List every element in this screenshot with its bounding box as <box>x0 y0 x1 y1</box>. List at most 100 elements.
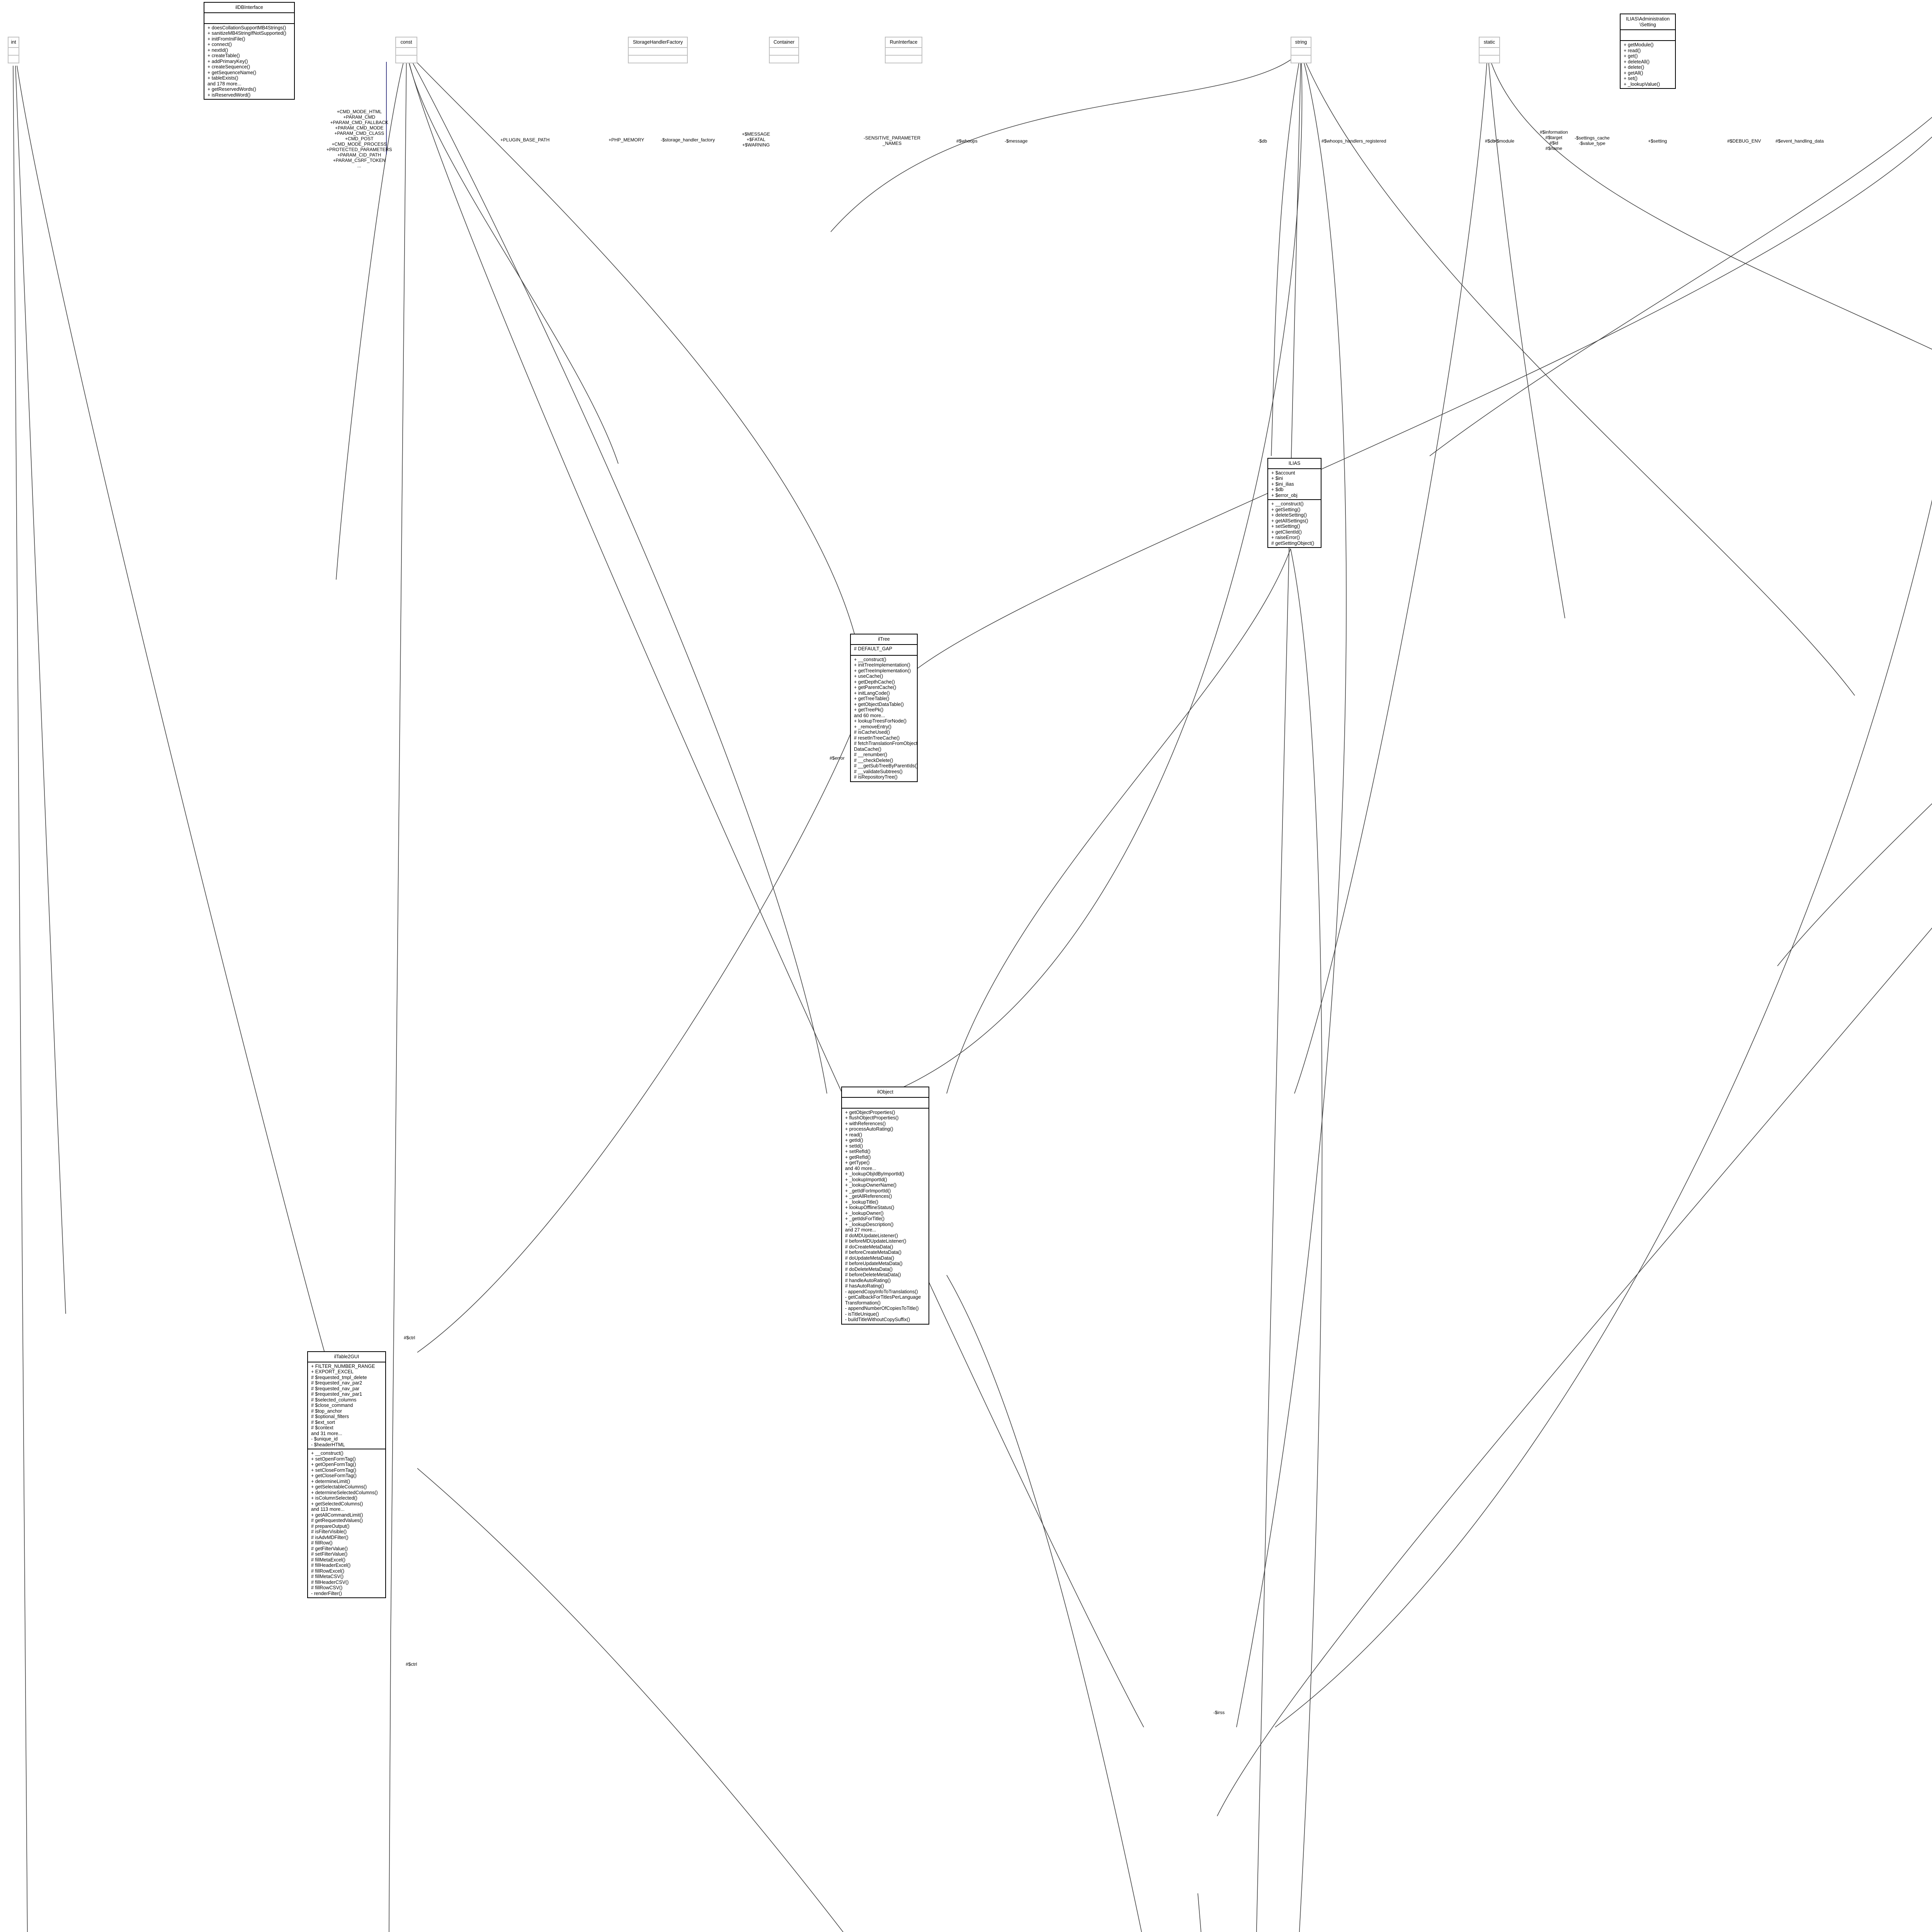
class-operation: # fillHeaderCSV() <box>311 1579 349 1585</box>
edge-label-settings-cache: -$settings_cache -$value_type <box>1575 135 1610 146</box>
class-operation: and 40 more... <box>845 1165 876 1171</box>
class-node-ilias[interactable]: ILIAS + $account+ $ini+ $ini_ilias+ $db+… <box>1267 458 1321 548</box>
class-operation: + getSetting() <box>1271 507 1301 512</box>
edge-label-message: -$message <box>1005 138 1028 144</box>
edge-label-ctrl-2: #$ctrl <box>406 1662 417 1667</box>
class-operation: + read() <box>845 1132 862 1138</box>
class-attribute: # $requested_nav_par <box>311 1386 360 1391</box>
class-operation: + setOpenFormTag() <box>311 1456 356 1462</box>
operations-section: + __construct()+ setOpenFormTag()+ getOp… <box>308 1449 385 1597</box>
class-node-ildbinterface[interactable]: ilDBInterface + doesCollationSupportMB4S… <box>204 2 295 100</box>
attributes-section: # DEFAULT_GAP <box>851 645 917 656</box>
class-operation: + sanitizeMB4StringIfNotSupported() <box>207 31 286 36</box>
class-operation: and 113 more... <box>311 1507 345 1512</box>
class-operation: + getCloseFormTag() <box>311 1473 357 1478</box>
class-operation: + _lookupDescription() <box>845 1221 894 1227</box>
class-node-const[interactable]: const <box>395 37 417 63</box>
class-title: RunInterface <box>886 37 922 48</box>
class-title: Container <box>770 37 798 48</box>
class-node-iltable2gui[interactable]: ilTable2GUI + FILTER_NUMBER_RANGE+ EXPOR… <box>307 1351 386 1598</box>
class-attribute: # $close_command <box>311 1403 353 1408</box>
class-operation: + __construct() <box>311 1451 344 1456</box>
class-title: string <box>1291 37 1311 48</box>
class-operation: # fetchTranslationFromObject DataCache() <box>854 741 918 752</box>
class-node-ilias-administration-setting[interactable]: ILIAS\Administration \Setting + getModul… <box>1620 14 1676 89</box>
class-operation: # fillRowExcel() <box>311 1568 345 1574</box>
class-operation: + getModule() <box>1624 42 1654 48</box>
operations-section <box>9 56 19 63</box>
class-operation: + getId() <box>845 1138 863 1143</box>
class-operation: and 60 more... <box>854 713 885 718</box>
class-title: ilTree <box>851 634 917 645</box>
class-operation: + getType() <box>845 1160 870 1165</box>
class-operation: # resetInTreeCache() <box>854 735 900 741</box>
class-node-iltree[interactable]: ilTree # DEFAULT_GAP + __construct()+ in… <box>850 634 918 782</box>
class-node-runinterface[interactable]: RunInterface <box>885 37 922 63</box>
class-operation: # hasAutoRating() <box>845 1283 884 1289</box>
class-operation: + get() <box>1624 53 1638 59</box>
class-title: ilTable2GUI <box>308 1352 385 1362</box>
class-operation: + createSequence() <box>207 64 250 70</box>
class-node-ilobject[interactable]: ilObject + getObjectProperties()+ flushO… <box>841 1087 929 1325</box>
class-attribute: # $requested_nav_par1 <box>311 1391 362 1397</box>
class-operation: + getReservedWords() <box>207 87 256 92</box>
class-operation: # beforeCreateMetaData() <box>845 1250 901 1255</box>
operations-section <box>629 56 687 63</box>
attributes-section: + FILTER_NUMBER_RANGE+ EXPORT_EXCEL# $re… <box>308 1362 385 1449</box>
class-title: static <box>1480 37 1499 48</box>
class-operation: + getSequenceName() <box>207 70 257 75</box>
class-operation: + _lookupOwnerName() <box>845 1182 897 1188</box>
operations-section <box>396 56 417 63</box>
class-operation: # getRequestedValues() <box>311 1518 363 1523</box>
class-operation: + _getIdsForTitle() <box>845 1216 885 1221</box>
class-operation: + tableExists() <box>207 75 238 81</box>
edge-label-db: -$db <box>1258 138 1267 144</box>
class-operation: + setRefId() <box>845 1149 871 1154</box>
class-operation: + determineLimit() <box>311 1478 350 1484</box>
class-operation: # doUpdateMetaData() <box>845 1255 895 1261</box>
class-attribute: + $account <box>1271 470 1295 476</box>
edge-label-whoops-handlers-registered: #$whoops_handlers_registered <box>1321 138 1386 144</box>
class-node-string[interactable]: string <box>1291 37 1311 63</box>
class-node-int[interactable]: int <box>8 37 19 63</box>
class-operation: + getObjectDataTable() <box>854 701 904 707</box>
class-operation: + setSetting() <box>1271 524 1300 529</box>
class-operation: # beforeMDUpdateListener() <box>845 1238 906 1244</box>
class-operation: + getAllSettings() <box>1271 518 1308 524</box>
operations-section <box>886 56 922 63</box>
class-attribute: + FILTER_NUMBER_RANGE <box>311 1363 375 1369</box>
attributes-section <box>842 1098 929 1109</box>
class-operation: + getAllCommandLimit() <box>311 1512 363 1518</box>
class-operation: + isReservedWord() <box>207 92 251 98</box>
class-operation: + useCache() <box>854 673 883 679</box>
class-operation: + getDepthCache() <box>854 679 895 685</box>
class-title: ILIAS\Administration \Setting <box>1621 14 1675 30</box>
class-node-storagehandlerfactory[interactable]: StorageHandlerFactory <box>628 37 688 63</box>
class-operation: + set() <box>1624 76 1638 81</box>
edge-label-debug-env: #$DEBUG_ENV <box>1727 138 1761 144</box>
class-attribute: # $requested_tmpl_delete <box>311 1374 367 1380</box>
attributes-section: + $account+ $ini+ $ini_ilias+ $db+ $erro… <box>1268 469 1321 500</box>
edge-label-module: +$module <box>1494 138 1515 144</box>
class-operation: + getTreePk() <box>854 707 884 713</box>
class-node-static[interactable]: static <box>1479 37 1500 63</box>
class-title: ilDBInterface <box>204 3 294 13</box>
edge-label-ctrl-1: #$ctrl <box>404 1335 415 1340</box>
class-operation: + getObjectProperties() <box>845 1109 895 1115</box>
class-operation: + initTreeImplementation() <box>854 662 910 668</box>
edge-label-php-memory: +PHP_MEMORY <box>609 137 645 143</box>
class-operation: # fillHeaderExcel() <box>311 1563 351 1568</box>
class-operation: + _lookupOwner() <box>845 1210 884 1216</box>
class-title: int <box>9 37 19 48</box>
edge-label-irss: -$irss <box>1213 1710 1225 1715</box>
class-operation: + setId() <box>845 1143 863 1149</box>
class-node-container[interactable]: Container <box>769 37 799 63</box>
attributes-section <box>204 13 294 24</box>
class-operation: + getRefId() <box>845 1154 871 1160</box>
class-operation: + connect() <box>207 42 232 47</box>
class-title: ilObject <box>842 1087 929 1098</box>
class-operation: + delete() <box>1624 65 1645 70</box>
class-operation: + _lookupImportId() <box>845 1177 887 1182</box>
operations-section <box>1480 56 1499 63</box>
